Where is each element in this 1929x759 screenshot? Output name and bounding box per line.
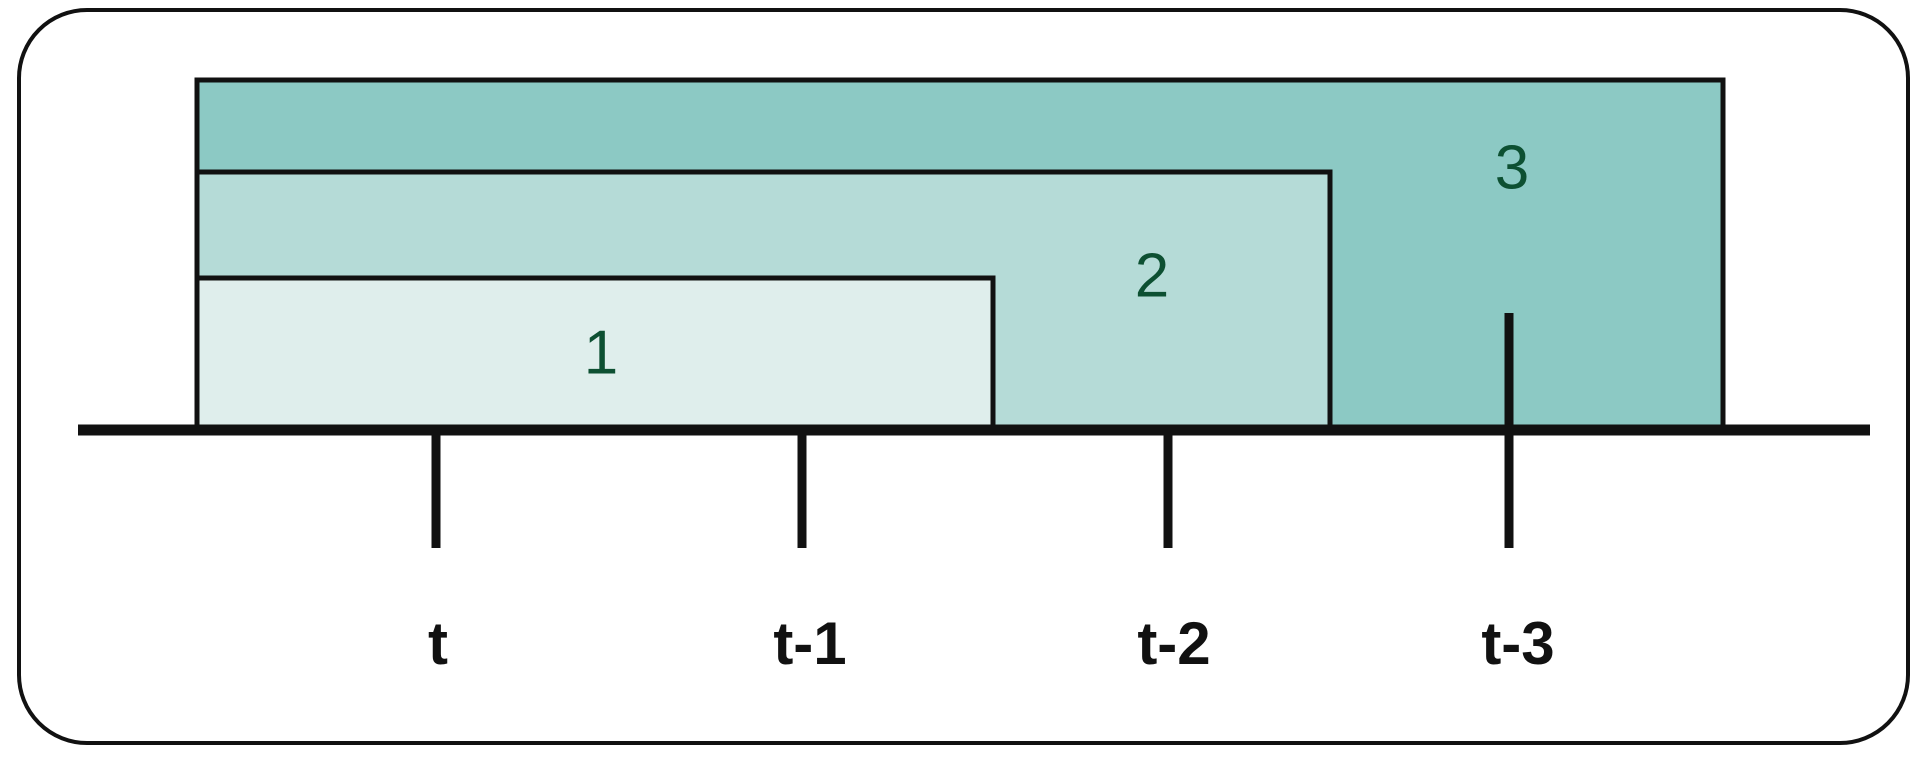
tick-label-t-2: t-2 — [1137, 610, 1210, 677]
tick-label-t-3: t-3 — [1481, 610, 1554, 677]
bar-2-label: 2 — [1135, 241, 1169, 310]
tick-label-t-1: t-1 — [773, 610, 846, 677]
bar-3-label: 3 — [1495, 133, 1529, 202]
bar-1-label: 1 — [584, 318, 618, 387]
tick-label-t: t — [428, 610, 448, 677]
bar-1-rect[interactable] — [194, 275, 996, 432]
